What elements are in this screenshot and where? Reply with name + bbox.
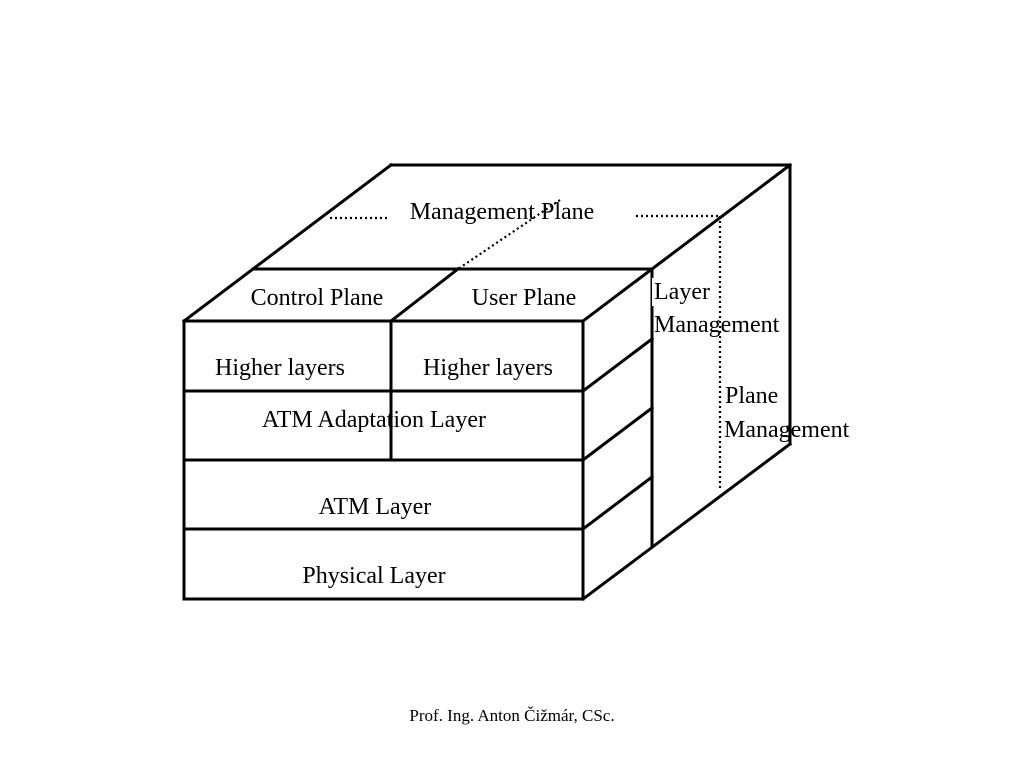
side-layer-dividers bbox=[580, 336, 655, 532]
layer-management-label-line1: Layer bbox=[654, 279, 710, 305]
plane-management-label-line1: Plane bbox=[725, 383, 778, 409]
management-dotted-lines bbox=[330, 199, 722, 490]
physical-layer-label: Physical Layer bbox=[302, 563, 445, 589]
management-plane-label: Management Plane bbox=[410, 199, 595, 225]
higher-layers-user-label: Higher layers bbox=[423, 355, 553, 381]
front-layer-dividers bbox=[182, 389, 585, 531]
footer-author: Prof. Ing. Anton Čižmár, CSc. bbox=[409, 706, 615, 725]
atm-adaptation-layer-label: ATM Adaptation Layer bbox=[262, 407, 486, 433]
atm-protocol-reference-model-diagram: Management Plane Control Plane User Plan… bbox=[181, 162, 850, 602]
plane-management-label-line2: Management bbox=[724, 417, 850, 443]
user-plane-label: User Plane bbox=[472, 285, 577, 311]
higher-layers-control-label: Higher layers bbox=[215, 355, 345, 381]
control-plane-label: Control Plane bbox=[251, 285, 384, 311]
cube-outline bbox=[181, 162, 793, 602]
layer-management-label-line2: Management bbox=[654, 312, 780, 338]
atm-layer-label: ATM Layer bbox=[319, 494, 432, 520]
